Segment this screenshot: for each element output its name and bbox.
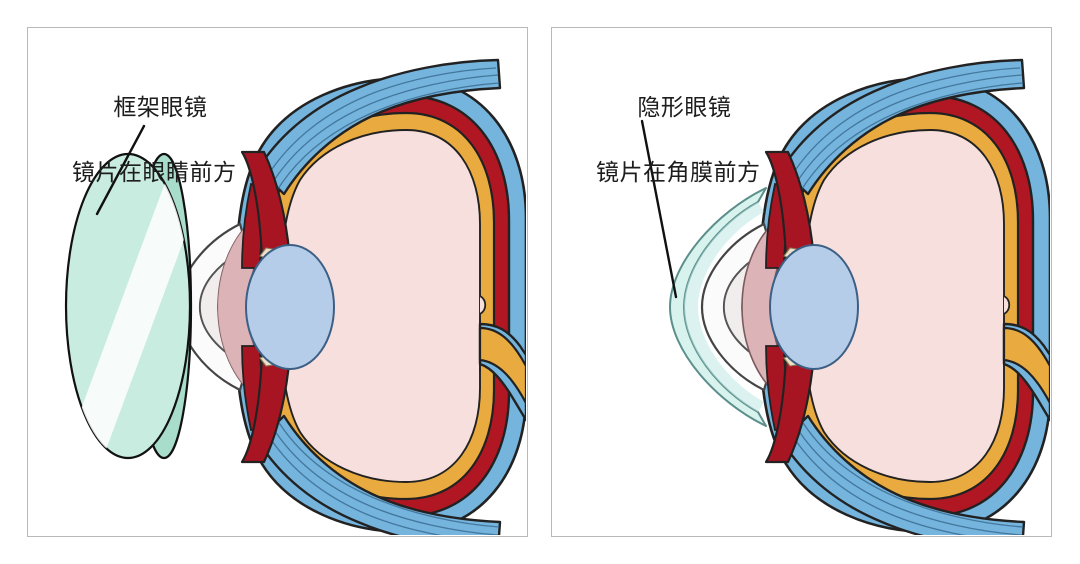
ciliary-body <box>240 150 292 464</box>
optic-nerve <box>478 295 526 422</box>
caption-line-1: 隐形眼镜 <box>637 93 732 120</box>
contact-lens-diagram <box>640 58 1050 535</box>
spectacle-lens <box>64 152 193 460</box>
caption-line-1: 框架眼镜 <box>113 93 208 120</box>
crystalline-lens <box>769 244 859 370</box>
extraocular-muscle-inferior <box>780 414 1026 535</box>
ciliary-body <box>764 150 816 464</box>
caption-contact-lens: 隐形眼镜 镜片在角膜前方 <box>596 58 761 254</box>
leader-line-spectacle-lens <box>95 124 146 216</box>
vitreous-body <box>804 129 1005 483</box>
optic-nerve <box>1002 295 1050 422</box>
leader-line-contact-lens <box>640 119 678 299</box>
extraocular-muscle-superior <box>256 58 502 196</box>
crystalline-lens <box>245 244 335 370</box>
extraocular-muscle-superior <box>780 58 1026 196</box>
caption-spectacles: 框架眼镜 镜片在眼睛前方 <box>72 58 237 254</box>
panel-spectacles: 框架眼镜 镜片在眼睛前方 <box>27 27 528 537</box>
caption-line-2: 镜片在角膜前方 <box>596 158 761 185</box>
caption-line-2: 镜片在眼睛前方 <box>72 158 237 185</box>
extraocular-muscle-inferior <box>256 414 502 535</box>
contact-lens <box>669 187 767 427</box>
vitreous-body <box>280 129 481 483</box>
spectacles-diagram <box>64 58 526 535</box>
panel-contact-lens: 隐形眼镜 镜片在角膜前方 <box>551 27 1052 537</box>
